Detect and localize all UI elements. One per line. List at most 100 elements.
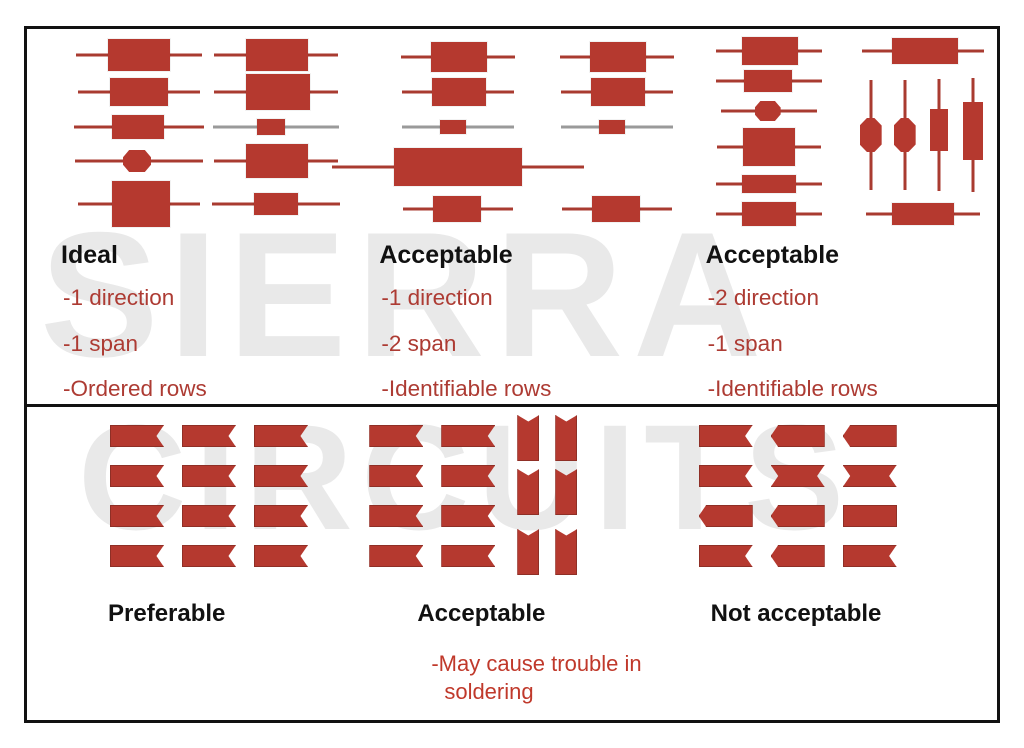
panel-acceptable-chips: Acceptable -May cause trouble in solderi…: [349, 407, 674, 720]
vertical-resistor: [875, 80, 935, 190]
panel-heading-preferable: Preferable: [108, 600, 226, 627]
smd-chip: [254, 465, 308, 487]
resistor-lead-right: [791, 212, 822, 216]
panel-heading-acceptable-chips: Acceptable: [417, 600, 546, 627]
resistor-body: [433, 196, 482, 222]
panel-heading-acceptable-direction: Acceptable: [705, 241, 840, 269]
smd-chip: [698, 505, 753, 527]
resistor-lead-left: [560, 55, 595, 59]
smd-chip: [770, 545, 825, 567]
bullet-item: -1 direction: [63, 285, 175, 310]
resistor-lead-top: [937, 79, 941, 113]
smd-chip: [441, 505, 496, 527]
smd-chip: [369, 505, 424, 527]
resistor-lead-left: [715, 79, 748, 83]
note-line-1: -May cause trouble in: [431, 651, 642, 676]
axial-resistor: [332, 137, 585, 197]
smd-chip: [770, 425, 825, 447]
bullet-list-acceptable-direction: -2 direction -1 span -Identifiable rows: [707, 285, 878, 401]
resistor-lead-left: [715, 182, 746, 186]
resistor-lead-right: [483, 55, 516, 59]
bullet-list-ideal: -1 direction -1 span -Ordered rows: [63, 285, 207, 401]
resistor-lead-left: [332, 165, 399, 169]
resistor-body: [108, 39, 170, 71]
resistor-lead-bottom: [869, 148, 873, 190]
panel-heading-acceptable-span: Acceptable: [379, 241, 513, 269]
resistor-lead-left: [213, 125, 261, 129]
smd-chip: [110, 505, 164, 527]
axial-resistor: [716, 117, 821, 177]
resistor-lead-bottom: [937, 147, 941, 191]
bullet-list-acceptable-span: -1 direction -2 span -Identifiable rows: [381, 286, 551, 401]
smd-chip: [110, 425, 164, 447]
resistor-lead-left: [402, 125, 445, 129]
resistor-lead-left: [561, 125, 604, 129]
axial-resistor: [561, 62, 674, 122]
resistor-body: [859, 118, 882, 152]
bullet-item: -Ordered rows: [63, 376, 207, 401]
bullet-item: -Identifiable rows: [707, 376, 878, 401]
panel-preferable: Preferable: [24, 407, 349, 720]
panel-acceptable-span: Acceptable -1 direction -2 span -Identif…: [332, 27, 675, 404]
resistor-body: [432, 78, 487, 106]
resistor-body: [394, 148, 523, 186]
resistor-lead-left: [78, 90, 114, 94]
smd-chip: [842, 465, 897, 487]
resistor-body: [110, 78, 168, 106]
resistor-lead-left: [403, 207, 438, 211]
axial-resistor: [560, 27, 675, 87]
resistor-lead-right: [160, 125, 204, 129]
smd-chip-vertical: [555, 529, 578, 575]
axial-resistor: [715, 184, 822, 244]
resistor-lead-right: [949, 212, 980, 216]
resistor-lead-bottom: [971, 156, 975, 192]
bullet-item: -2 direction: [707, 285, 819, 310]
resistor-body: [246, 144, 308, 178]
smd-chip: [698, 425, 753, 447]
resistor-body: [591, 78, 646, 106]
resistor-lead-right: [281, 125, 339, 129]
smd-chip: [369, 545, 424, 567]
resistor-body: [246, 74, 310, 110]
resistor-lead-left: [76, 53, 112, 57]
resistor-lead-left: [214, 53, 250, 57]
top-panel-row: Ideal -1 direction -1 span -Ordered rows…: [24, 29, 1000, 404]
resistor-lead-right: [306, 90, 338, 94]
resistor-lead-top: [971, 78, 975, 106]
axial-resistor: [212, 174, 340, 234]
resistor-lead-right: [166, 202, 200, 206]
axial-resistor: [76, 25, 202, 85]
resistor-lead-left: [78, 202, 116, 206]
resistor-body: [112, 181, 170, 227]
smd-chip: [182, 425, 236, 447]
watermark-sierra: SIERRA: [40, 195, 772, 394]
resistor-body: [257, 119, 285, 135]
axial-resistor: [402, 97, 515, 157]
resistor-lead-right: [642, 55, 675, 59]
resistor-lead-right: [482, 90, 515, 94]
resistor-lead-right: [304, 53, 338, 57]
resistor-lead-top: [903, 80, 907, 122]
resistor-body: [741, 202, 796, 226]
resistor-lead-left: [715, 212, 746, 216]
resistor-body: [741, 175, 796, 193]
note-line-2: soldering: [444, 679, 534, 705]
resistor-body: [112, 115, 164, 139]
resistor-lead-right: [294, 202, 340, 206]
smd-chip: [110, 465, 164, 487]
smd-chip: [698, 465, 753, 487]
resistor-body: [246, 39, 308, 71]
smd-chip-vertical: [517, 469, 540, 515]
resistor-body: [742, 128, 795, 166]
axial-resistor: [214, 131, 338, 191]
axial-resistor: [75, 131, 203, 191]
axial-resistor: [403, 179, 514, 239]
smd-chip-vertical: [517, 415, 540, 461]
smd-chip: [110, 545, 164, 567]
axial-resistor: [562, 179, 673, 239]
diagram-frame: [24, 26, 1000, 723]
resistor-body: [590, 42, 647, 72]
resistor-body: [962, 102, 983, 160]
axial-resistor: [214, 25, 338, 85]
